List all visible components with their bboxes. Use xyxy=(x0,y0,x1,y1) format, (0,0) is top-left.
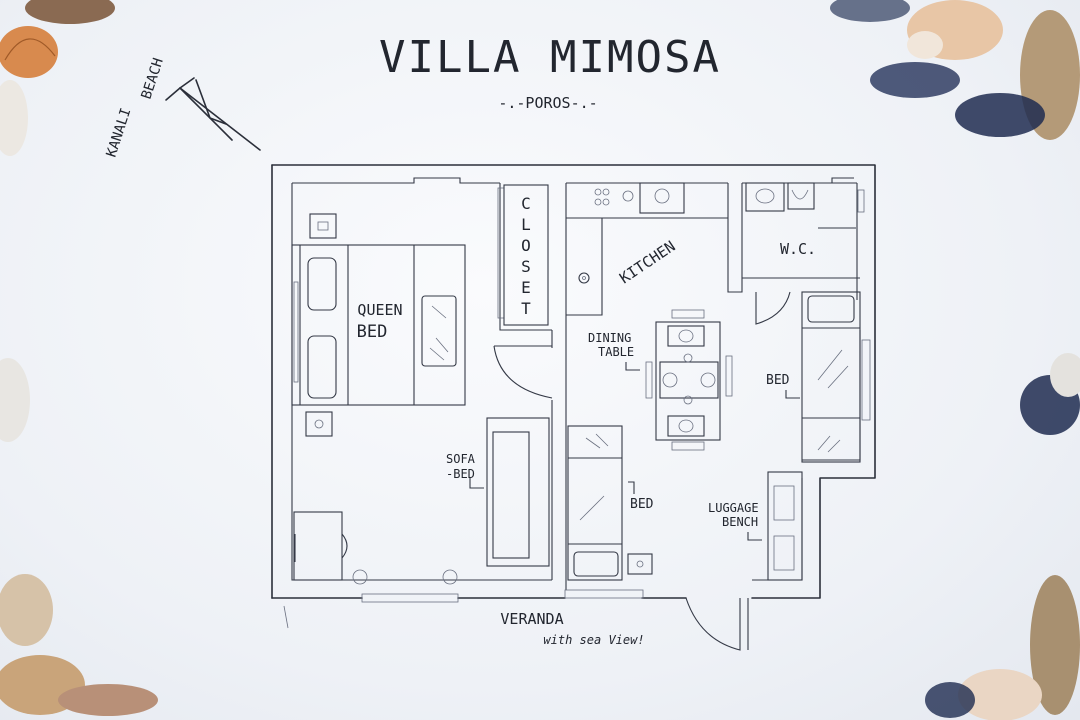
subtitle: -.-POROS-.- xyxy=(498,94,597,112)
kitchen-counter xyxy=(566,182,728,316)
closet xyxy=(503,184,549,326)
label-luggage-bench: LUGGAGE xyxy=(708,501,759,515)
bed-bottom xyxy=(567,425,653,581)
label-dining-table: DINING xyxy=(588,331,631,345)
luggage-bench xyxy=(767,471,803,581)
label-closet: C L O S E T xyxy=(521,194,531,318)
label-bed-bottom: BED xyxy=(630,497,654,512)
page-title: VILLA MIMOSA xyxy=(379,32,721,83)
label-veranda: VERANDA xyxy=(500,610,563,628)
wc-fixtures xyxy=(745,177,856,229)
svg-text:T: T xyxy=(521,299,531,318)
queen-bed xyxy=(291,244,466,406)
label-queen-bed: QUEEN xyxy=(357,301,402,319)
compass-label-beach: BEACH xyxy=(139,56,167,101)
windows xyxy=(293,187,871,603)
label-wc: W.C. xyxy=(780,240,816,258)
dining-table xyxy=(645,309,733,451)
bed-right xyxy=(801,291,861,463)
label-queen-bed-2: BED xyxy=(357,322,388,342)
compass-label-kanali: KANALI xyxy=(104,106,135,159)
svg-text:C: C xyxy=(521,194,531,213)
sofa-bed xyxy=(486,417,550,567)
doors xyxy=(493,291,791,651)
label-sofa-bed: SOFA xyxy=(446,452,476,466)
nightstand-bottom xyxy=(305,411,333,437)
svg-text:L: L xyxy=(521,215,531,234)
label-dining-table-2: TABLE xyxy=(598,345,634,359)
desk xyxy=(293,511,348,581)
label-sofa-bed-2: -BED xyxy=(446,467,475,481)
svg-text:S: S xyxy=(521,257,531,276)
label-bed-right: BED xyxy=(766,373,790,388)
label-kitchen: KITCHEN xyxy=(616,237,678,287)
svg-text:E: E xyxy=(521,278,531,297)
beach-direction-arrow xyxy=(165,77,261,151)
svg-text:O: O xyxy=(521,236,531,255)
label-luggage-bench-2: BENCH xyxy=(722,515,758,529)
nightstand-top xyxy=(309,213,337,239)
label-veranda-note: with sea View! xyxy=(543,633,644,647)
